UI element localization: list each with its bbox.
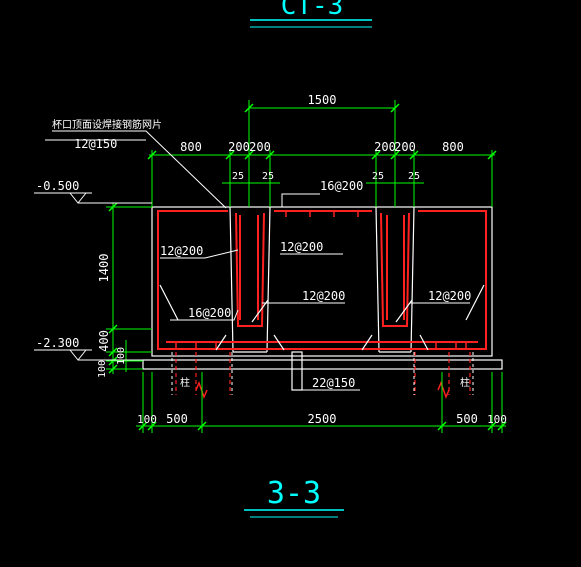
column-outline <box>171 352 474 395</box>
dim-base-100-b: 100 <box>97 360 108 378</box>
rebar-ticks <box>175 211 467 350</box>
elevation-marker-top <box>34 192 152 204</box>
dim-top-right: 800 <box>442 140 464 154</box>
concrete-outline <box>142 206 503 391</box>
label-col-right: 柱 <box>460 376 470 389</box>
bend-bars <box>159 284 485 351</box>
dim-cover-4: 25 <box>408 171 420 182</box>
dim-wall-right-b: 200 <box>394 140 416 154</box>
note-mesh-line1: 杯口顶面设焊接钢筋网片 <box>52 118 162 131</box>
dim-base-100-a: 100 <box>116 347 127 365</box>
dim-cover-1: 25 <box>232 171 244 182</box>
dim-base-400: 400 <box>97 330 111 352</box>
label-bottom: 22@150 <box>312 376 355 390</box>
label-center-lower: 12@200 <box>302 289 345 303</box>
dim-top-left: 800 <box>180 140 202 154</box>
dim-top-span: 1500 <box>308 93 337 107</box>
dimension-lines <box>106 100 506 433</box>
dim-bottom-100-left: 100 <box>137 413 157 426</box>
dim-cover-3: 25 <box>372 171 384 182</box>
note-mesh-line2: 12@150 <box>74 137 117 151</box>
dim-wall-right-a: 200 <box>374 140 396 154</box>
dim-wall-left-a: 200 <box>228 140 250 154</box>
leader-lines <box>45 130 470 391</box>
dim-bottom-500-right: 500 <box>456 412 478 426</box>
dim-cover-2: 25 <box>262 171 274 182</box>
dim-wall-left-b: 200 <box>249 140 271 154</box>
section-title: 3-3 <box>267 476 321 511</box>
label-left-lower: 16@200 <box>188 306 231 320</box>
elevation-marker-bottom <box>34 349 143 361</box>
label-col-left: 柱 <box>180 376 190 389</box>
rebar-lines <box>157 210 487 350</box>
dim-height: 1400 <box>97 254 111 283</box>
dim-bottom-100-right: 100 <box>487 413 507 426</box>
elevation-top: -0.500 <box>36 179 79 193</box>
dimension-ticks <box>108 103 507 431</box>
column-dashes <box>175 352 471 395</box>
label-left-upper: 12@200 <box>160 244 203 258</box>
label-right-lower: 12@200 <box>428 289 471 303</box>
label-center-upper: 12@200 <box>280 240 323 254</box>
dim-bottom-2500: 2500 <box>308 412 337 426</box>
elevation-bottom: -2.300 <box>36 336 79 350</box>
dim-bottom-500-left: 500 <box>166 412 188 426</box>
label-top-center: 16@200 <box>320 179 363 193</box>
foundation-outline <box>151 206 493 357</box>
header-title: CT-3 <box>281 0 344 21</box>
